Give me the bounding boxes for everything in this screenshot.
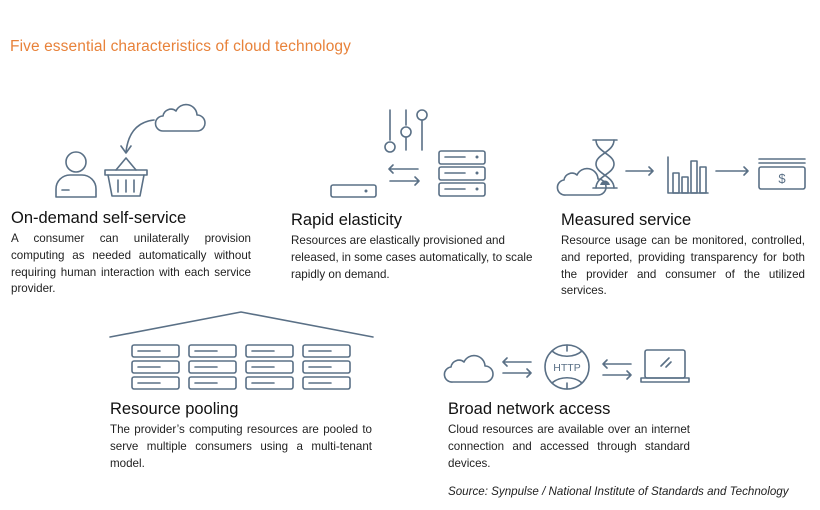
item-title-broad-network-access: Broad network access bbox=[448, 400, 611, 418]
laptop-icon bbox=[640, 349, 690, 383]
measured-service-icon-group: $ bbox=[556, 139, 806, 196]
on-demand-icon-group bbox=[55, 103, 206, 198]
money-icon: $ bbox=[758, 158, 806, 190]
hourglass-icon bbox=[592, 139, 618, 189]
item-desc-resource-pooling: The provider’s computing resources are p… bbox=[110, 423, 372, 470]
resource-pooling-icon-group bbox=[109, 311, 374, 390]
item-desc-broad-network-access: Cloud resources are available over an in… bbox=[448, 423, 690, 470]
item-desc-on-demand: A consumer can unilaterally provision co… bbox=[11, 232, 251, 296]
sliders-icon bbox=[384, 109, 428, 153]
exchange-arrows-icon bbox=[388, 164, 420, 186]
http-globe-icon: HTTP bbox=[544, 344, 590, 390]
cloud-icon bbox=[556, 167, 607, 196]
server-stack-icon bbox=[438, 150, 486, 197]
rapid-elasticity-icon-group bbox=[330, 109, 486, 198]
arrow-icon bbox=[120, 119, 155, 154]
roof-icon bbox=[109, 311, 374, 338]
item-title-measured-service: Measured service bbox=[561, 211, 692, 229]
svg-text:$: $ bbox=[778, 171, 786, 186]
svg-text:HTTP: HTTP bbox=[553, 362, 580, 374]
server-icon bbox=[330, 184, 377, 198]
user-icon bbox=[55, 151, 97, 198]
item-title-rapid-elasticity: Rapid elasticity bbox=[291, 211, 402, 229]
item-title-on-demand: On-demand self-service bbox=[11, 209, 187, 227]
bar-chart-icon bbox=[667, 156, 709, 194]
source-caption: Source: Synpulse / National Institute of… bbox=[448, 485, 789, 498]
item-title-resource-pooling: Resource pooling bbox=[110, 400, 239, 418]
server-stack-icon bbox=[131, 344, 351, 390]
cloud-icon bbox=[154, 103, 206, 132]
item-desc-rapid-elasticity: Resources are elastically provisioned an… bbox=[291, 234, 533, 281]
page-title: Five essential characteristics of cloud … bbox=[10, 38, 351, 55]
broad-network-icon-group: HTTP bbox=[443, 344, 690, 390]
item-desc-measured-service: Resource usage can be monitored, control… bbox=[561, 234, 805, 298]
shopping-basket-icon bbox=[104, 157, 148, 197]
cloud-icon bbox=[443, 354, 494, 383]
